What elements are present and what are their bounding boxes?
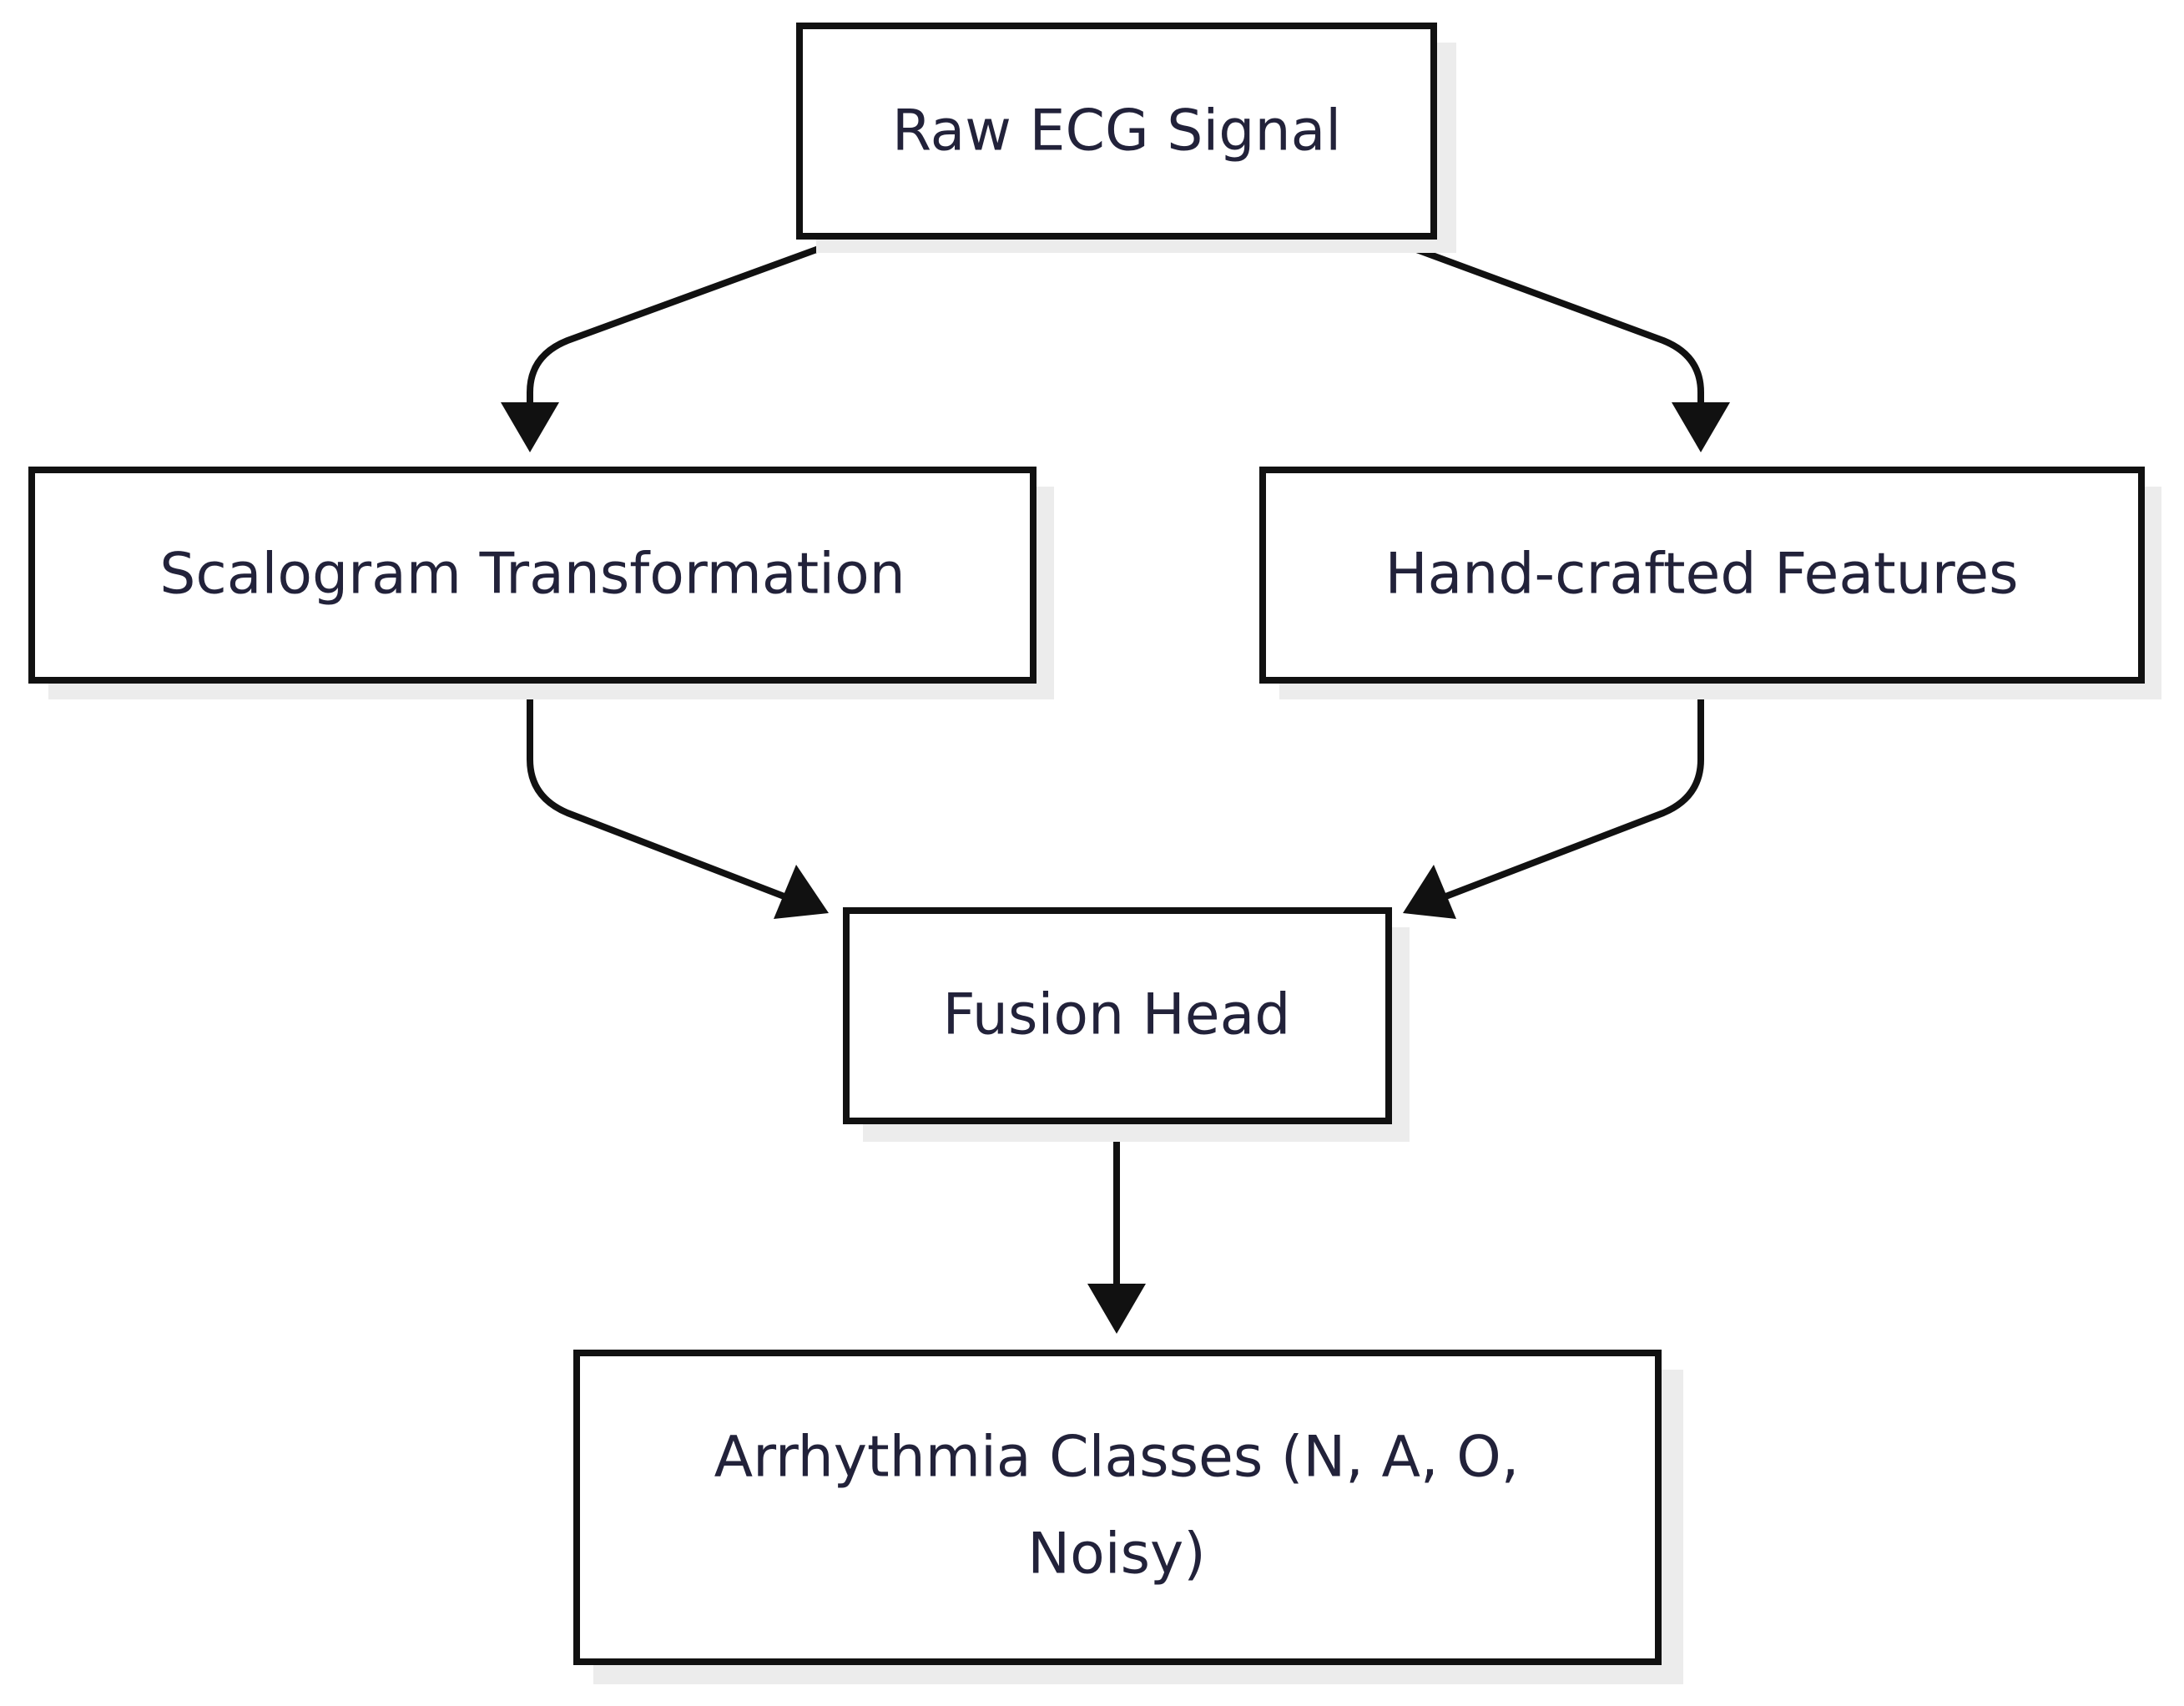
edge-fusion-to-arrhythmia — [1087, 1117, 1146, 1334]
node-raw-ecg-signal[interactable]: Raw ECG Signal — [796, 23, 1456, 253]
edge-handcrafted-to-fusion — [1403, 677, 1704, 919]
edge-scalogram-to-fusion — [527, 677, 829, 919]
arrowhead-icon — [1672, 402, 1730, 452]
arrowhead-icon — [1403, 865, 1456, 919]
edges — [501, 239, 1730, 1334]
arrowhead-icon — [501, 402, 559, 452]
node-arrhythmia-classes[interactable]: Arrhythmia Classes (N, A, O, Noisy) — [573, 1350, 1683, 1684]
node-label-line-1: Arrhythmia Classes (N, A, O, — [714, 1425, 1520, 1491]
arrowhead-icon — [774, 865, 829, 919]
edge-line — [1393, 239, 1704, 414]
node-box — [843, 907, 1392, 1124]
node-label: Scalogram Transformation — [159, 542, 905, 608]
node-label-line-2: Noisy) — [1027, 1522, 1206, 1587]
node-label: Fusion Head — [943, 982, 1291, 1048]
edge-raw-to-handcrafted — [1393, 239, 1730, 452]
node-box — [573, 1350, 1662, 1665]
node-hand-crafted-features[interactable]: Hand-crafted Features — [1259, 467, 2161, 699]
node-label: Hand-crafted Features — [1385, 542, 2018, 608]
edge-line — [1434, 677, 1704, 903]
edge-line — [527, 239, 840, 414]
node-scalogram-transformation[interactable]: Scalogram Transformation — [28, 467, 1054, 699]
nodes: Raw ECG Signal Scalogram Transformation … — [28, 23, 2161, 1684]
edge-raw-to-scalogram — [501, 239, 840, 452]
edge-line — [527, 677, 796, 903]
node-box — [796, 23, 1437, 240]
node-box — [28, 467, 1037, 684]
arrowhead-icon — [1087, 1284, 1146, 1334]
node-label: Raw ECG Signal — [892, 98, 1341, 164]
node-box — [1259, 467, 2145, 684]
node-fusion-head[interactable]: Fusion Head — [843, 907, 1410, 1142]
